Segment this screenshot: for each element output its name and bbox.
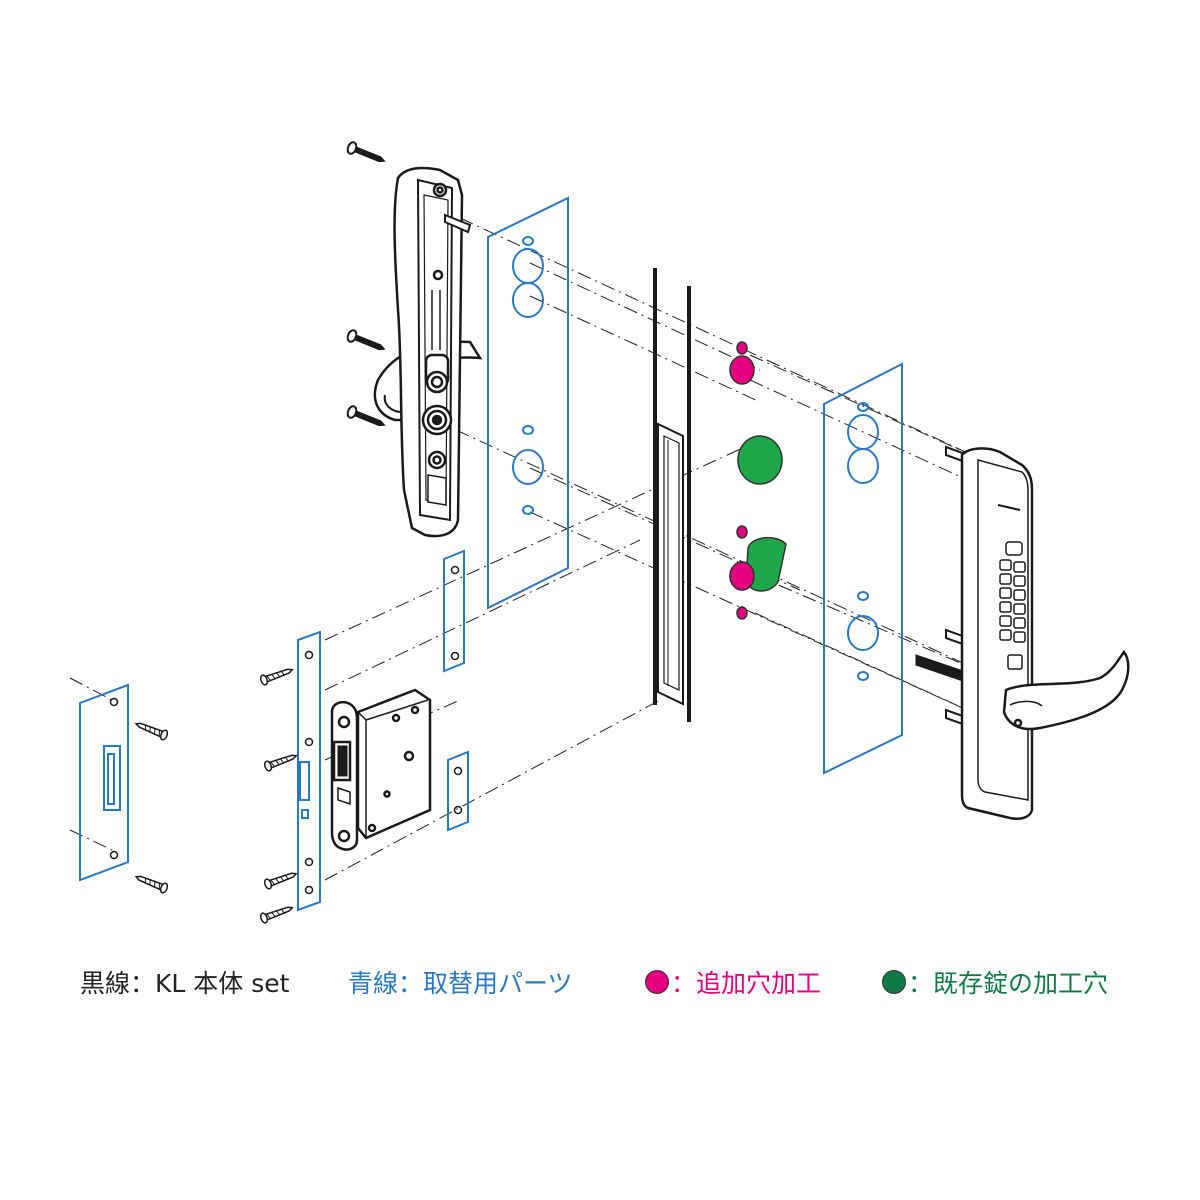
legend-blue-line: 青線：取替用パーツ [348,962,573,1002]
alignment-lines [69,217,1001,881]
wood-screws [134,668,298,924]
strike-plate-screw-holes [109,697,119,860]
inner-replacement-plate [487,196,569,610]
outer-replacement-plate [823,362,903,775]
legend-magenta: ：追加穴加工 [645,962,821,1002]
additional-hole-overlay [729,561,755,591]
inside-handle [373,166,483,538]
outside-keypad-handle [915,445,1130,820]
inside-handle-screws [346,141,386,427]
door-cross-section [653,268,691,722]
small-latch-plates [443,549,469,832]
front-plate-screw-holes [304,650,314,895]
existing-lock-holes [737,435,787,592]
legend-black-line-label: 黒線：KL 本体 set [80,969,290,998]
legend-magenta-label: ：追加穴加工 [671,969,822,998]
legend-blue-line-label: 青線：取替用パーツ [348,969,573,998]
legend-green: ：既存錠の加工穴 [882,962,1108,1002]
mortise-lock-case [330,688,432,851]
keypad-buttons [999,541,1026,670]
green-dot-icon [882,970,906,994]
front-plate [297,630,321,912]
strike-plate [79,683,129,882]
legend-green-label: ：既存錠の加工穴 [908,969,1109,998]
legend-black-line: 黒線：KL 本体 set [80,962,289,1002]
magenta-dot-icon [645,970,669,994]
